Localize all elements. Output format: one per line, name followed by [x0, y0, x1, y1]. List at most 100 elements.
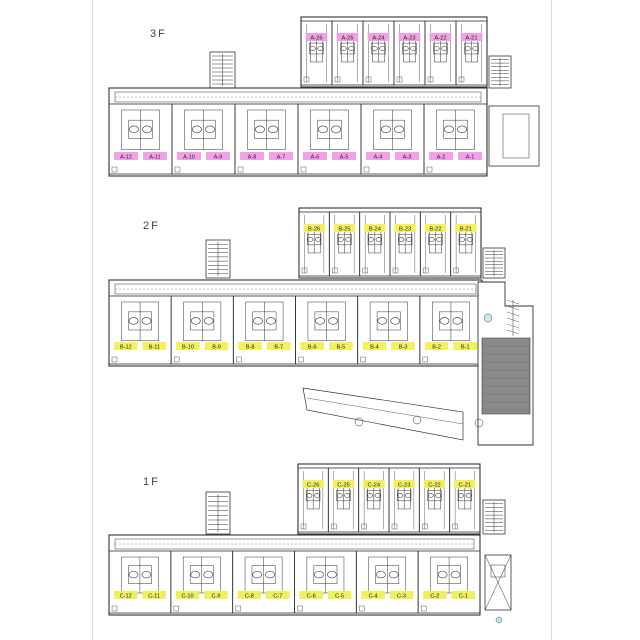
unit-label: C-12 — [120, 593, 132, 599]
unit-bay: A-10 A-9 — [171, 103, 236, 175]
unit-label: A-23 — [403, 35, 415, 41]
unit-label: B-8 — [246, 344, 255, 350]
stair-left — [209, 51, 236, 89]
unit-label: C-24 — [368, 482, 381, 488]
unit-bay: C-2 C-1 — [417, 550, 481, 614]
corridor — [114, 538, 475, 550]
unit-label: C-23 — [398, 482, 411, 488]
unit-room: A-25 — [331, 20, 364, 86]
unit-label: B-11 — [149, 344, 160, 350]
unit-label: C-26 — [307, 482, 320, 488]
unit-label: A-4 — [374, 154, 383, 160]
unit-label: A-9 — [214, 154, 223, 160]
unit-label: B-23 — [399, 226, 411, 232]
corridor — [114, 91, 482, 103]
unit-room: A-21 — [455, 20, 488, 86]
unit-label: A-25 — [341, 35, 353, 41]
floor-label-3f: 3F — [150, 28, 167, 40]
unit-label: A-26 — [310, 35, 322, 41]
unit-label: B-25 — [338, 226, 350, 232]
unit-label: B-22 — [429, 226, 441, 232]
unit-room: C-26 — [297, 467, 329, 533]
unit-label: B-2 — [432, 344, 441, 350]
unit-room: A-22 — [424, 20, 457, 86]
unit-bay: A-12 A-11 — [108, 103, 173, 175]
stair-left — [205, 239, 231, 279]
unit-label: A-5 — [340, 154, 349, 160]
unit-label: A-12 — [120, 154, 132, 160]
unit-label: B-12 — [120, 344, 132, 350]
unit-room: A-23 — [393, 20, 426, 86]
unit-label: B-9 — [212, 344, 221, 350]
logo-mark — [495, 616, 503, 624]
unit-bay: B-10 B-9 — [170, 295, 234, 365]
unit-label: A-1 — [466, 154, 475, 160]
unit-label: B-26 — [308, 226, 320, 232]
parking-area — [481, 337, 531, 415]
unit-label: B-1 — [461, 344, 470, 350]
unit-bay: B-12 B-11 — [108, 295, 172, 365]
unit-bay: C-12 C-11 — [108, 550, 172, 614]
unit-label: B-4 — [370, 344, 379, 350]
unit-label: C-6 — [307, 593, 316, 599]
stair-right — [482, 499, 506, 535]
unit-label: B-10 — [182, 344, 194, 350]
unit-label: B-21 — [460, 226, 472, 232]
unit-room: B-21 — [450, 211, 482, 277]
unit-room: B-23 — [389, 211, 421, 277]
unit-label: B-7 — [274, 344, 283, 350]
unit-label: B-6 — [308, 344, 317, 350]
unit-label: C-21 — [459, 482, 472, 488]
unit-label: C-5 — [335, 593, 344, 599]
unit-room: C-21 — [449, 467, 481, 533]
unit-label: B-5 — [337, 344, 346, 350]
unit-room: A-24 — [362, 20, 395, 86]
unit-label: C-25 — [337, 482, 350, 488]
unit-bay: A-2 A-1 — [423, 103, 488, 175]
unit-label: A-8 — [248, 154, 257, 160]
unit-label: C-4 — [369, 593, 378, 599]
entrance-ramp — [302, 281, 534, 446]
unit-label: A-24 — [372, 35, 385, 41]
unit-label: C-22 — [428, 482, 441, 488]
unit-label: C-11 — [148, 593, 160, 599]
unit-bay: B-6 B-5 — [295, 295, 359, 365]
floor-label-2f: 2F — [143, 220, 160, 232]
unit-room: C-24 — [358, 467, 390, 533]
unit-bay: A-6 A-5 — [297, 103, 362, 175]
unit-label: C-3 — [397, 593, 406, 599]
stair-right — [488, 55, 512, 89]
unit-bay: A-8 A-7 — [234, 103, 299, 175]
unit-label: A-6 — [311, 154, 320, 160]
unit-room: C-25 — [327, 467, 360, 533]
unit-label: B-24 — [369, 226, 382, 232]
unit-room: B-22 — [419, 211, 452, 277]
unit-label: A-22 — [434, 35, 446, 41]
logo-mark — [483, 313, 493, 323]
unit-label: A-7 — [277, 154, 286, 160]
unit-label: C-1 — [459, 593, 468, 599]
unit-bay: B-2 B-1 — [419, 295, 483, 365]
stair-left — [205, 491, 231, 535]
unit-bay: B-8 B-7 — [232, 295, 296, 365]
unit-label: A-10 — [183, 154, 195, 160]
unit-label: A-2 — [437, 154, 446, 160]
unit-bay: C-4 C-3 — [355, 550, 419, 614]
unit-room: A-26 — [300, 20, 333, 86]
unit-label: C-7 — [273, 593, 282, 599]
unit-label: A-21 — [465, 35, 477, 41]
unit-room: B-26 — [298, 211, 330, 277]
unit-room: C-23 — [388, 467, 420, 533]
corridor — [114, 283, 477, 295]
side-balcony — [488, 105, 540, 167]
stair-right — [482, 247, 506, 279]
unit-bay: C-6 C-5 — [294, 550, 357, 614]
unit-label: C-2 — [430, 593, 439, 599]
unit-label: C-10 — [181, 593, 193, 599]
unit-label: A-11 — [149, 154, 160, 160]
